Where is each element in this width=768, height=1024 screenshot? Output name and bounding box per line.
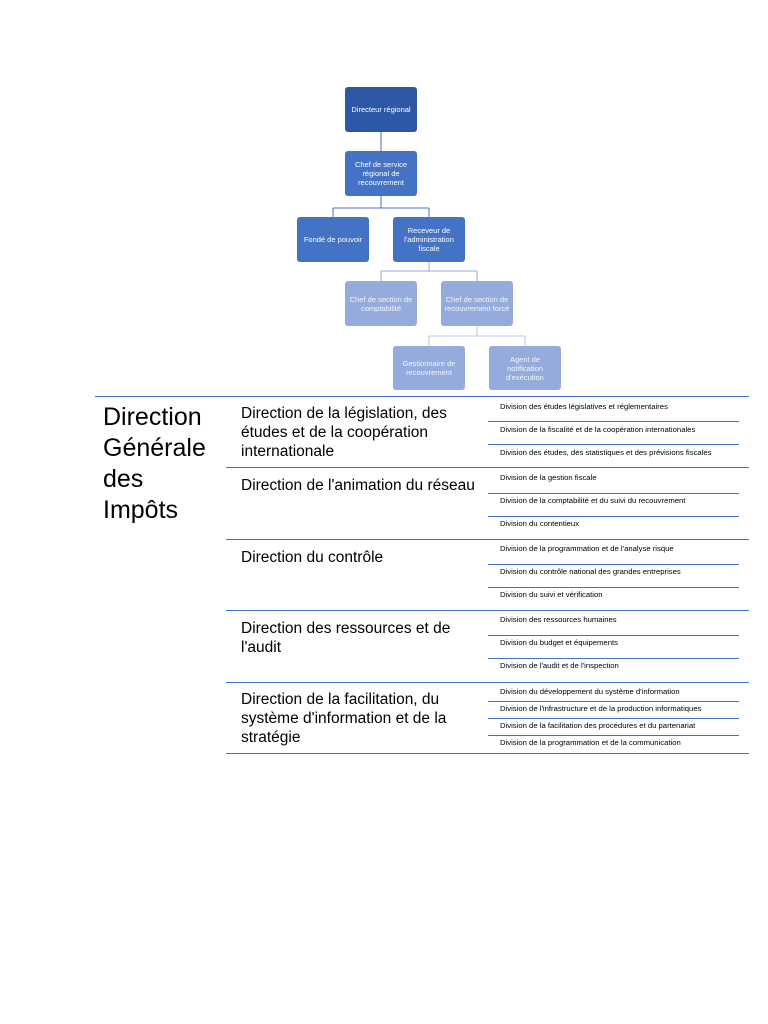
division-item: Division du contrôle national des grande… [500, 567, 681, 576]
node-agent-notification: Agent de notification d'exécution [489, 346, 561, 390]
direction-ressources-audit: Direction des ressources et de l'audit [241, 620, 451, 656]
regional-org-chart: Directeur régional Chef de service régio… [0, 0, 768, 400]
org-chart-connectors [332, 132, 526, 346]
direction-controle: Direction du contrôle [241, 549, 384, 566]
division-separator [488, 701, 739, 702]
division-separator [488, 516, 739, 517]
direction-legislation: Direction de la législation, des études … [241, 405, 447, 460]
division-separator [488, 564, 739, 565]
top-rule [95, 396, 749, 397]
division-separator [488, 493, 739, 494]
division-item: Division de la gestion fiscale [500, 473, 597, 482]
node-receveur: Receveur de l'administration fiscale [393, 217, 465, 262]
division-item: Division de la comptabilité et du suivi … [500, 496, 686, 505]
division-item: Division de la fiscalité et de la coopér… [500, 425, 696, 434]
division-item: Division de la programmation et de l'ana… [500, 544, 674, 553]
direction-separator [226, 467, 749, 468]
node-fonde-de-pouvoir: Fondé de pouvoir [297, 217, 369, 262]
division-item: Division de la facilitation des procédur… [500, 721, 696, 730]
division-separator [488, 735, 739, 736]
direction-separator [226, 682, 749, 683]
node-chef-section-comptabilite: Chef de section de comptabilité [345, 281, 417, 326]
direction-animation-reseau: Direction de l'animation du réseau [241, 477, 475, 494]
node-chef-service-regional: Chef de service régional de recouvrement [345, 151, 417, 196]
division-item: Division des études, des statistiques et… [500, 448, 712, 457]
division-separator [488, 658, 739, 659]
bottom-rule [226, 753, 749, 754]
direction-separator [226, 610, 749, 611]
node-chef-section-recouvrement-force: Chef de section de recouvrement forcé [441, 281, 513, 326]
division-separator [488, 718, 739, 719]
dgi-title: Direction Générale des Impôts [103, 403, 206, 524]
division-item: Division de la programmation et de la co… [500, 738, 681, 747]
division-item: Division du développement du système d'i… [500, 687, 680, 696]
node-gestionnaire-recouvrement: Gestionnaire de recouvrement [393, 346, 465, 390]
division-item: Division de l'infrastructure et de la pr… [500, 704, 702, 713]
division-separator [488, 421, 739, 422]
division-item: Division des ressources humaines [500, 615, 617, 624]
division-separator [488, 444, 739, 445]
division-item: Division du budget et équipements [500, 638, 618, 647]
division-item: Division du suivi et vérification [500, 590, 603, 599]
division-separator [488, 587, 739, 588]
division-item: Division des études législatives et régl… [500, 402, 668, 411]
division-item: Division de l'audit et de l'inspection [500, 661, 619, 670]
division-separator [488, 635, 739, 636]
node-directeur-regional: Directeur régional [345, 87, 417, 132]
direction-facilitation: Direction de la facilitation, du système… [241, 691, 447, 746]
direction-separator [226, 539, 749, 540]
division-item: Division du contentieux [500, 519, 580, 528]
